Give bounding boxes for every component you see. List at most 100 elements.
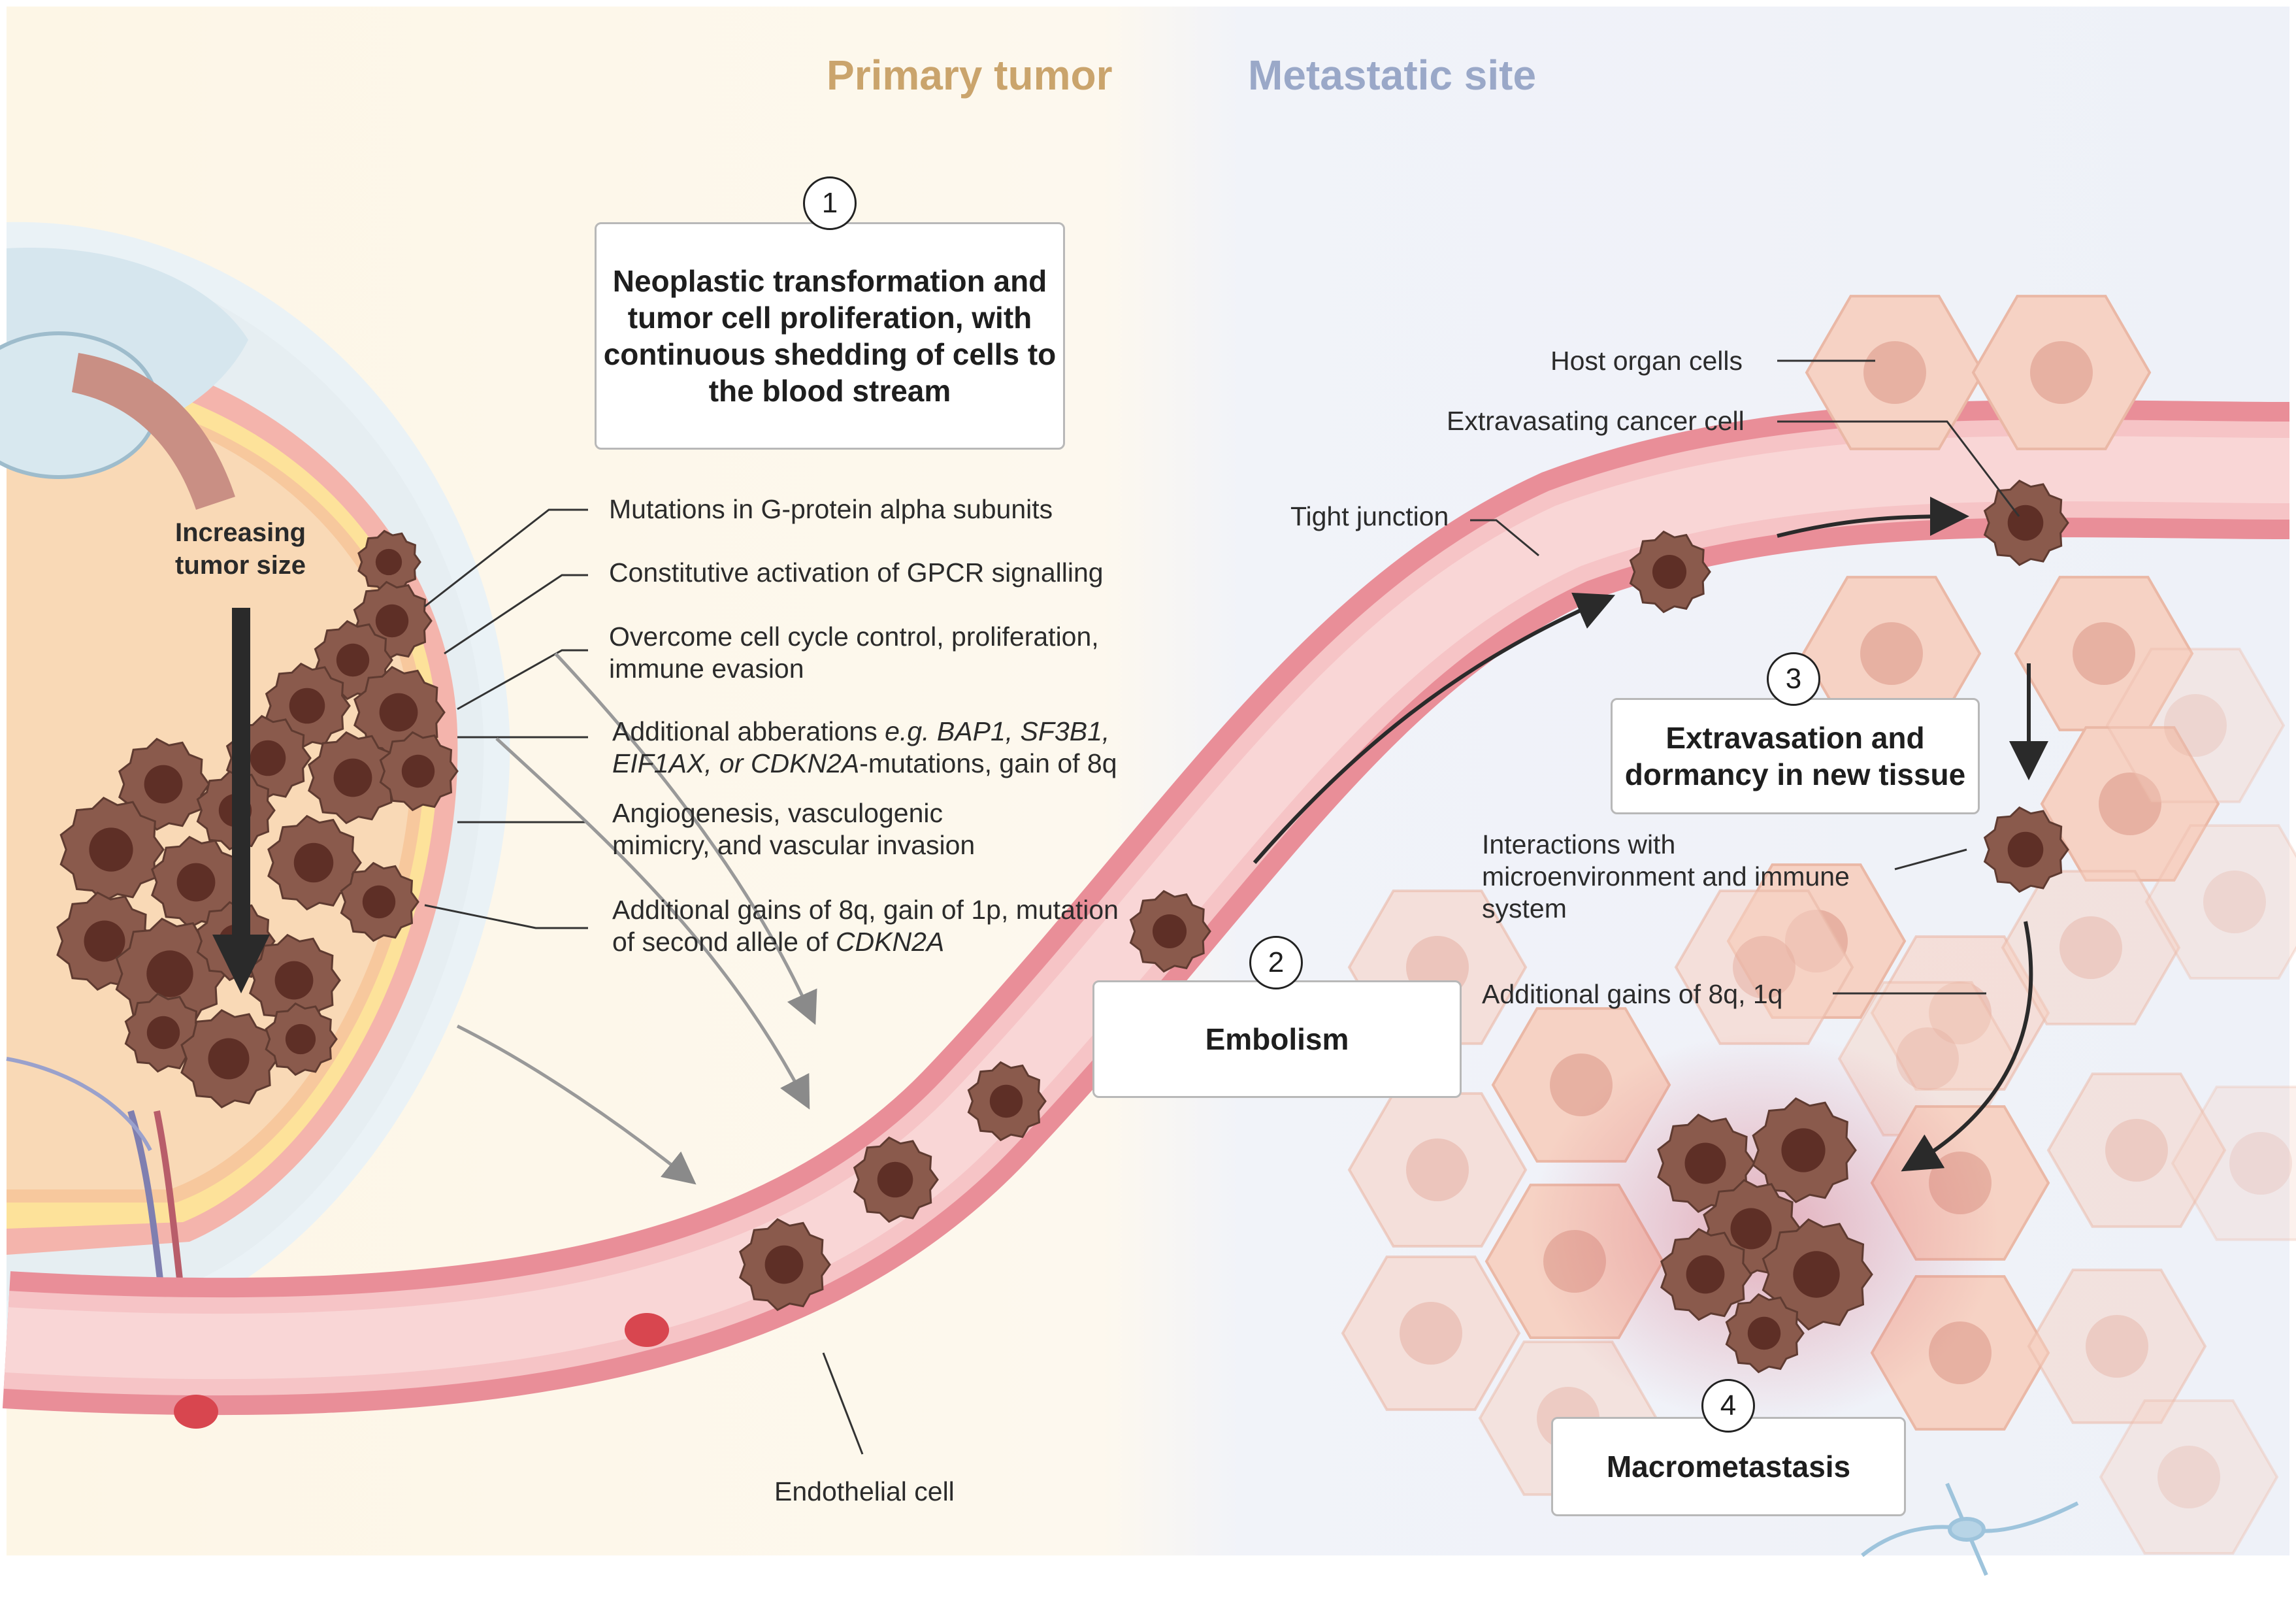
tumor-cell-nucleus <box>144 765 183 804</box>
host-cell-nucleus <box>2030 341 2093 404</box>
annotation-angiogenesis: Angiogenesis, vasculogenic mimicry, and … <box>612 797 975 861</box>
tumor-cell-nucleus <box>362 885 396 919</box>
tumor-cell-nucleus <box>989 1084 1023 1118</box>
step1-box: Neoplastic transformation and tumor cell… <box>595 222 1065 450</box>
label-tight-junction: Tight junction <box>1290 501 1449 531</box>
step3-box: Extravasation and dormancy in new tissue <box>1611 698 1980 814</box>
host-cell <box>2171 1086 2296 1241</box>
step2-number: 2 <box>1249 936 1303 989</box>
annotation-aberrations-line2: EIF1AX, or CDKN2A-mutations, gain of 8q <box>612 748 1117 780</box>
label-host-organ-cells: Host organ cells <box>1550 346 1743 376</box>
annotation-gains-gene: CDKN2A <box>835 927 945 957</box>
tumor-cell-nucleus <box>2007 505 2044 541</box>
host-cell-nucleus <box>2229 1132 2292 1195</box>
label-interactions-line2: microenvironment and immune <box>1482 861 1850 891</box>
tumor-cell-nucleus <box>146 950 193 997</box>
red-blood-cell <box>174 1395 218 1429</box>
label-gains-8q-1q: Additional gains of 8q, 1q <box>1482 979 1783 1009</box>
tumor-size-arrow <box>232 608 250 935</box>
tumor-cell-nucleus <box>84 920 125 962</box>
tumor-cell-nucleus <box>146 1016 180 1050</box>
annotation-aberrations-tail: -mutations, gain of 8q <box>859 748 1117 778</box>
tumor-cell-nucleus <box>1730 1208 1772 1250</box>
tumor-cell-nucleus <box>293 842 334 883</box>
tumor-cell-nucleus <box>1793 1251 1840 1298</box>
label-interactions: Interactions with microenvironment and i… <box>1482 829 1850 925</box>
host-cell-nucleus <box>1406 1138 1469 1201</box>
tumor-cell-nucleus <box>1686 1255 1725 1294</box>
annotation-g-protein: Mutations in G-protein alpha subunits <box>609 494 1053 524</box>
tumor-cell-nucleus <box>379 693 418 732</box>
tumor-cell-nucleus <box>336 643 370 677</box>
annotation-aberrations-text: Additional abberations <box>612 716 885 746</box>
tumor-cell-nucleus <box>375 604 409 638</box>
annotation-gains-line2: of second allele of CDKN2A <box>612 926 1119 958</box>
annotation-gains-8q-1p: Additional gains of 8q, gain of 1p, muta… <box>612 894 1119 958</box>
annotation-gains-text: of second allele of <box>612 927 836 957</box>
blood-vessel <box>2 400 2290 1429</box>
tumor-cell-nucleus <box>89 827 133 872</box>
annotation-aberrations: Additional abberations e.g. BAP1, SF3B1,… <box>612 716 1117 780</box>
tumor-cell-nucleus <box>1747 1316 1781 1350</box>
label-extravasating-cancer-cell: Extravasating cancer cell <box>1447 406 1745 436</box>
tumor-size-label-line1: Increasing <box>175 518 306 547</box>
tumor-cell-nucleus <box>1684 1142 1726 1184</box>
annotation-cell-cycle-line1: Overcome cell cycle control, proliferati… <box>609 622 1099 652</box>
step3-line1: Extravasation and <box>1665 721 1925 755</box>
step1-number: 1 <box>803 176 857 230</box>
tumor-cell-nucleus <box>375 548 402 576</box>
host-cell-nucleus <box>1860 622 1923 685</box>
label-interactions-line1: Interactions with <box>1482 829 1676 859</box>
step1-line4: the blood stream <box>708 374 951 408</box>
header-primary-tumor: Primary tumor <box>827 52 1113 99</box>
tumor-cell-nucleus <box>764 1245 804 1284</box>
tumor-cell-nucleus <box>1152 914 1187 949</box>
host-cell-nucleus <box>2105 1119 2168 1182</box>
host-cell <box>1341 1255 1521 1411</box>
step2-box: Embolism <box>1092 980 1462 1098</box>
label-endothelial-cell: Endothelial cell <box>774 1476 955 1506</box>
tumor-cell-nucleus <box>333 758 372 797</box>
neuron-icon <box>1861 1482 2079 1576</box>
tumor-size-label-line2: tumor size <box>175 551 306 580</box>
annotation-angiogenesis-line2: mimicry, and vascular invasion <box>612 830 976 860</box>
tumor-size-arrowhead <box>212 935 270 993</box>
host-cell-nucleus <box>2157 1446 2220 1508</box>
host-cell-nucleus <box>2203 871 2266 933</box>
annotation-gains-line1: Additional gains of 8q, gain of 1p, muta… <box>612 895 1119 925</box>
red-blood-cell <box>625 1313 669 1347</box>
tumor-cell-nucleus <box>208 1038 250 1080</box>
host-cell-nucleus <box>1863 341 1926 404</box>
annotation-aberrations-genes2: EIF1AX, or CDKN2A <box>612 748 860 778</box>
tumor-cell-nucleus <box>877 1161 913 1198</box>
host-cell-nucleus <box>2099 772 2161 835</box>
host-cell <box>2027 1269 2207 1424</box>
host-cell <box>2046 1072 2227 1228</box>
host-cell <box>2105 648 2286 803</box>
step4-number: 4 <box>1701 1379 1755 1433</box>
tumor-cell-nucleus <box>176 863 216 902</box>
tumor-cell-nucleus <box>2007 831 2044 868</box>
tumor-cell-nucleus <box>1652 554 1687 590</box>
host-cell-nucleus <box>2073 622 2135 685</box>
annotation-aberrations-genes: e.g. BAP1, SF3B1, <box>885 716 1110 746</box>
host-cell-nucleus <box>1896 1027 1959 1090</box>
annotation-cell-cycle-line2: immune evasion <box>609 654 804 684</box>
header-metastatic-site: Metastatic site <box>1248 52 1537 99</box>
step3-line2: dormancy in new tissue <box>1624 757 1966 791</box>
tumor-cell-nucleus <box>401 754 435 788</box>
host-cell-nucleus <box>1733 936 1796 999</box>
tumor-cell-nucleus <box>250 740 286 776</box>
host-tissue <box>1341 295 2296 1555</box>
step1-line3: continuous shedding of cells to <box>603 337 1057 371</box>
host-cell <box>2001 870 2181 1025</box>
annotation-aberrations-line1: Additional abberations e.g. BAP1, SF3B1, <box>612 716 1117 748</box>
step3-number: 3 <box>1767 652 1820 706</box>
tumor-cell-nucleus <box>285 1023 316 1055</box>
step1-line2: tumor cell proliferation, with <box>627 301 1032 335</box>
host-cell-nucleus <box>2164 694 2227 757</box>
tumor-cell-nucleus <box>289 688 325 724</box>
host-cell-nucleus <box>2059 916 2122 979</box>
